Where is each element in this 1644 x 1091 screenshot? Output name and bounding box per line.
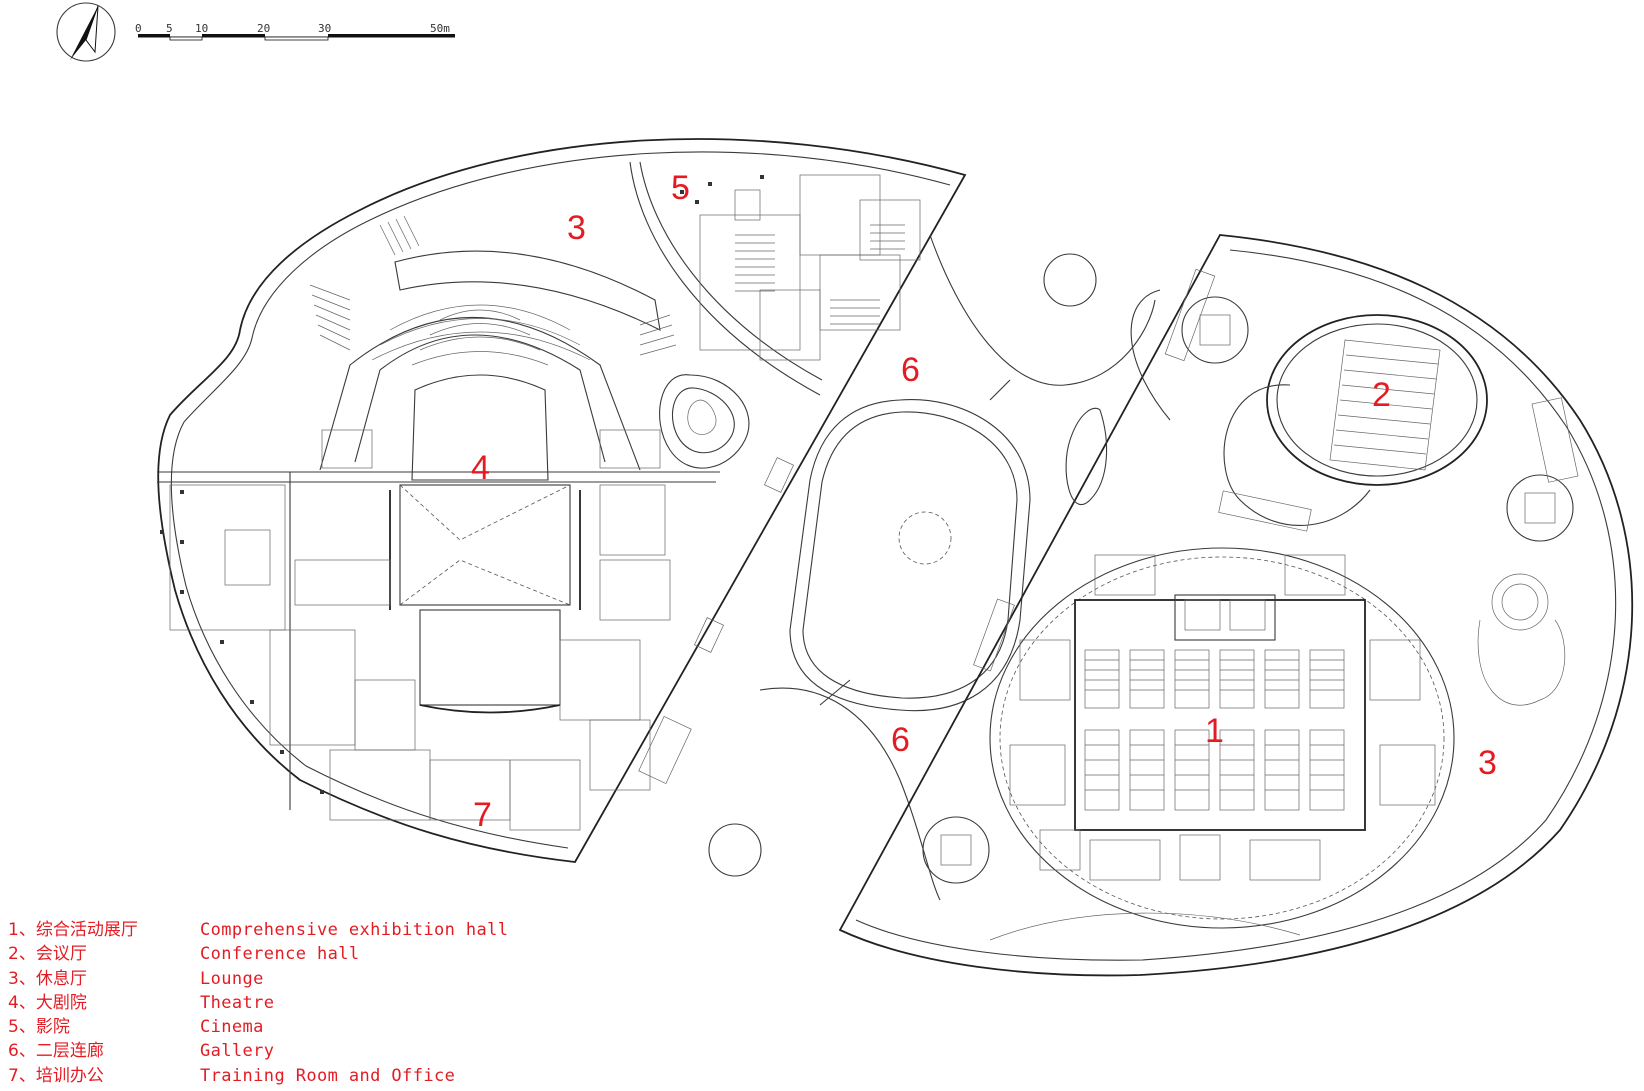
legend-en: Training Room and Office [200,1065,456,1086]
legend-item: 2、会议厅 Conference hall [8,942,508,966]
legend-item: 1、综合活动展厅 Comprehensive exhibition hall [8,918,508,942]
legend-en: Theatre [200,992,275,1013]
scale-tick-5: 5 [166,22,173,35]
legend-zh: 1、综合活动展厅 [8,920,138,940]
legend-en: Comprehensive exhibition hall [200,920,509,940]
scale-bar: 0 5 10 20 30 50m [135,22,455,41]
north-arrow-icon [56,2,116,62]
zone-label-6-bottom: 6 [891,721,910,759]
legend-zh: 4、大剧院 [8,992,87,1013]
legend-zh: 6、二层连廊 [8,1041,104,1062]
legend-en: Lounge [200,968,264,989]
scale-tick-20: 20 [257,22,270,35]
legend-zh: 5、影院 [8,1017,70,1038]
scale-tick-0: 0 [135,22,142,35]
legend-item: 3、休息厅 Lounge [8,967,508,991]
scale-tick-10: 10 [195,22,208,35]
legend-en: Gallery [200,1041,275,1062]
legend-item: 6、二层连廊 Gallery [8,1039,508,1063]
zone-label-5: 5 [671,169,690,207]
right-building [838,234,1634,977]
zone-label-7: 7 [473,796,492,834]
legend-zh: 2、会议厅 [8,944,87,965]
legend-zh: 3、休息厅 [8,968,87,989]
zone-label-3-right: 3 [1478,744,1497,782]
zone-label-3-left: 3 [567,209,586,247]
legend-en: Conference hall [200,944,360,965]
legend-en: Cinema [200,1017,264,1038]
scale-tick-30: 30 [318,22,331,35]
zone-label-6-top: 6 [901,351,920,389]
scale-tick-50: 50m [430,22,450,35]
gallery-bridge [708,234,1156,901]
left-building [157,138,967,863]
legend-item: 7、培训办公 Training Room and Office [8,1064,508,1088]
zone-label-1: 1 [1205,712,1224,750]
legend-item: 5、影院 Cinema [8,1015,508,1039]
legend-zh: 7、培训办公 [8,1065,104,1086]
legend-item: 4、大剧院 Theatre [8,991,508,1015]
zone-label-2: 2 [1372,376,1391,414]
legend: 1、综合活动展厅 Comprehensive exhibition hall 2… [8,918,508,1088]
zone-label-4: 4 [471,449,490,487]
